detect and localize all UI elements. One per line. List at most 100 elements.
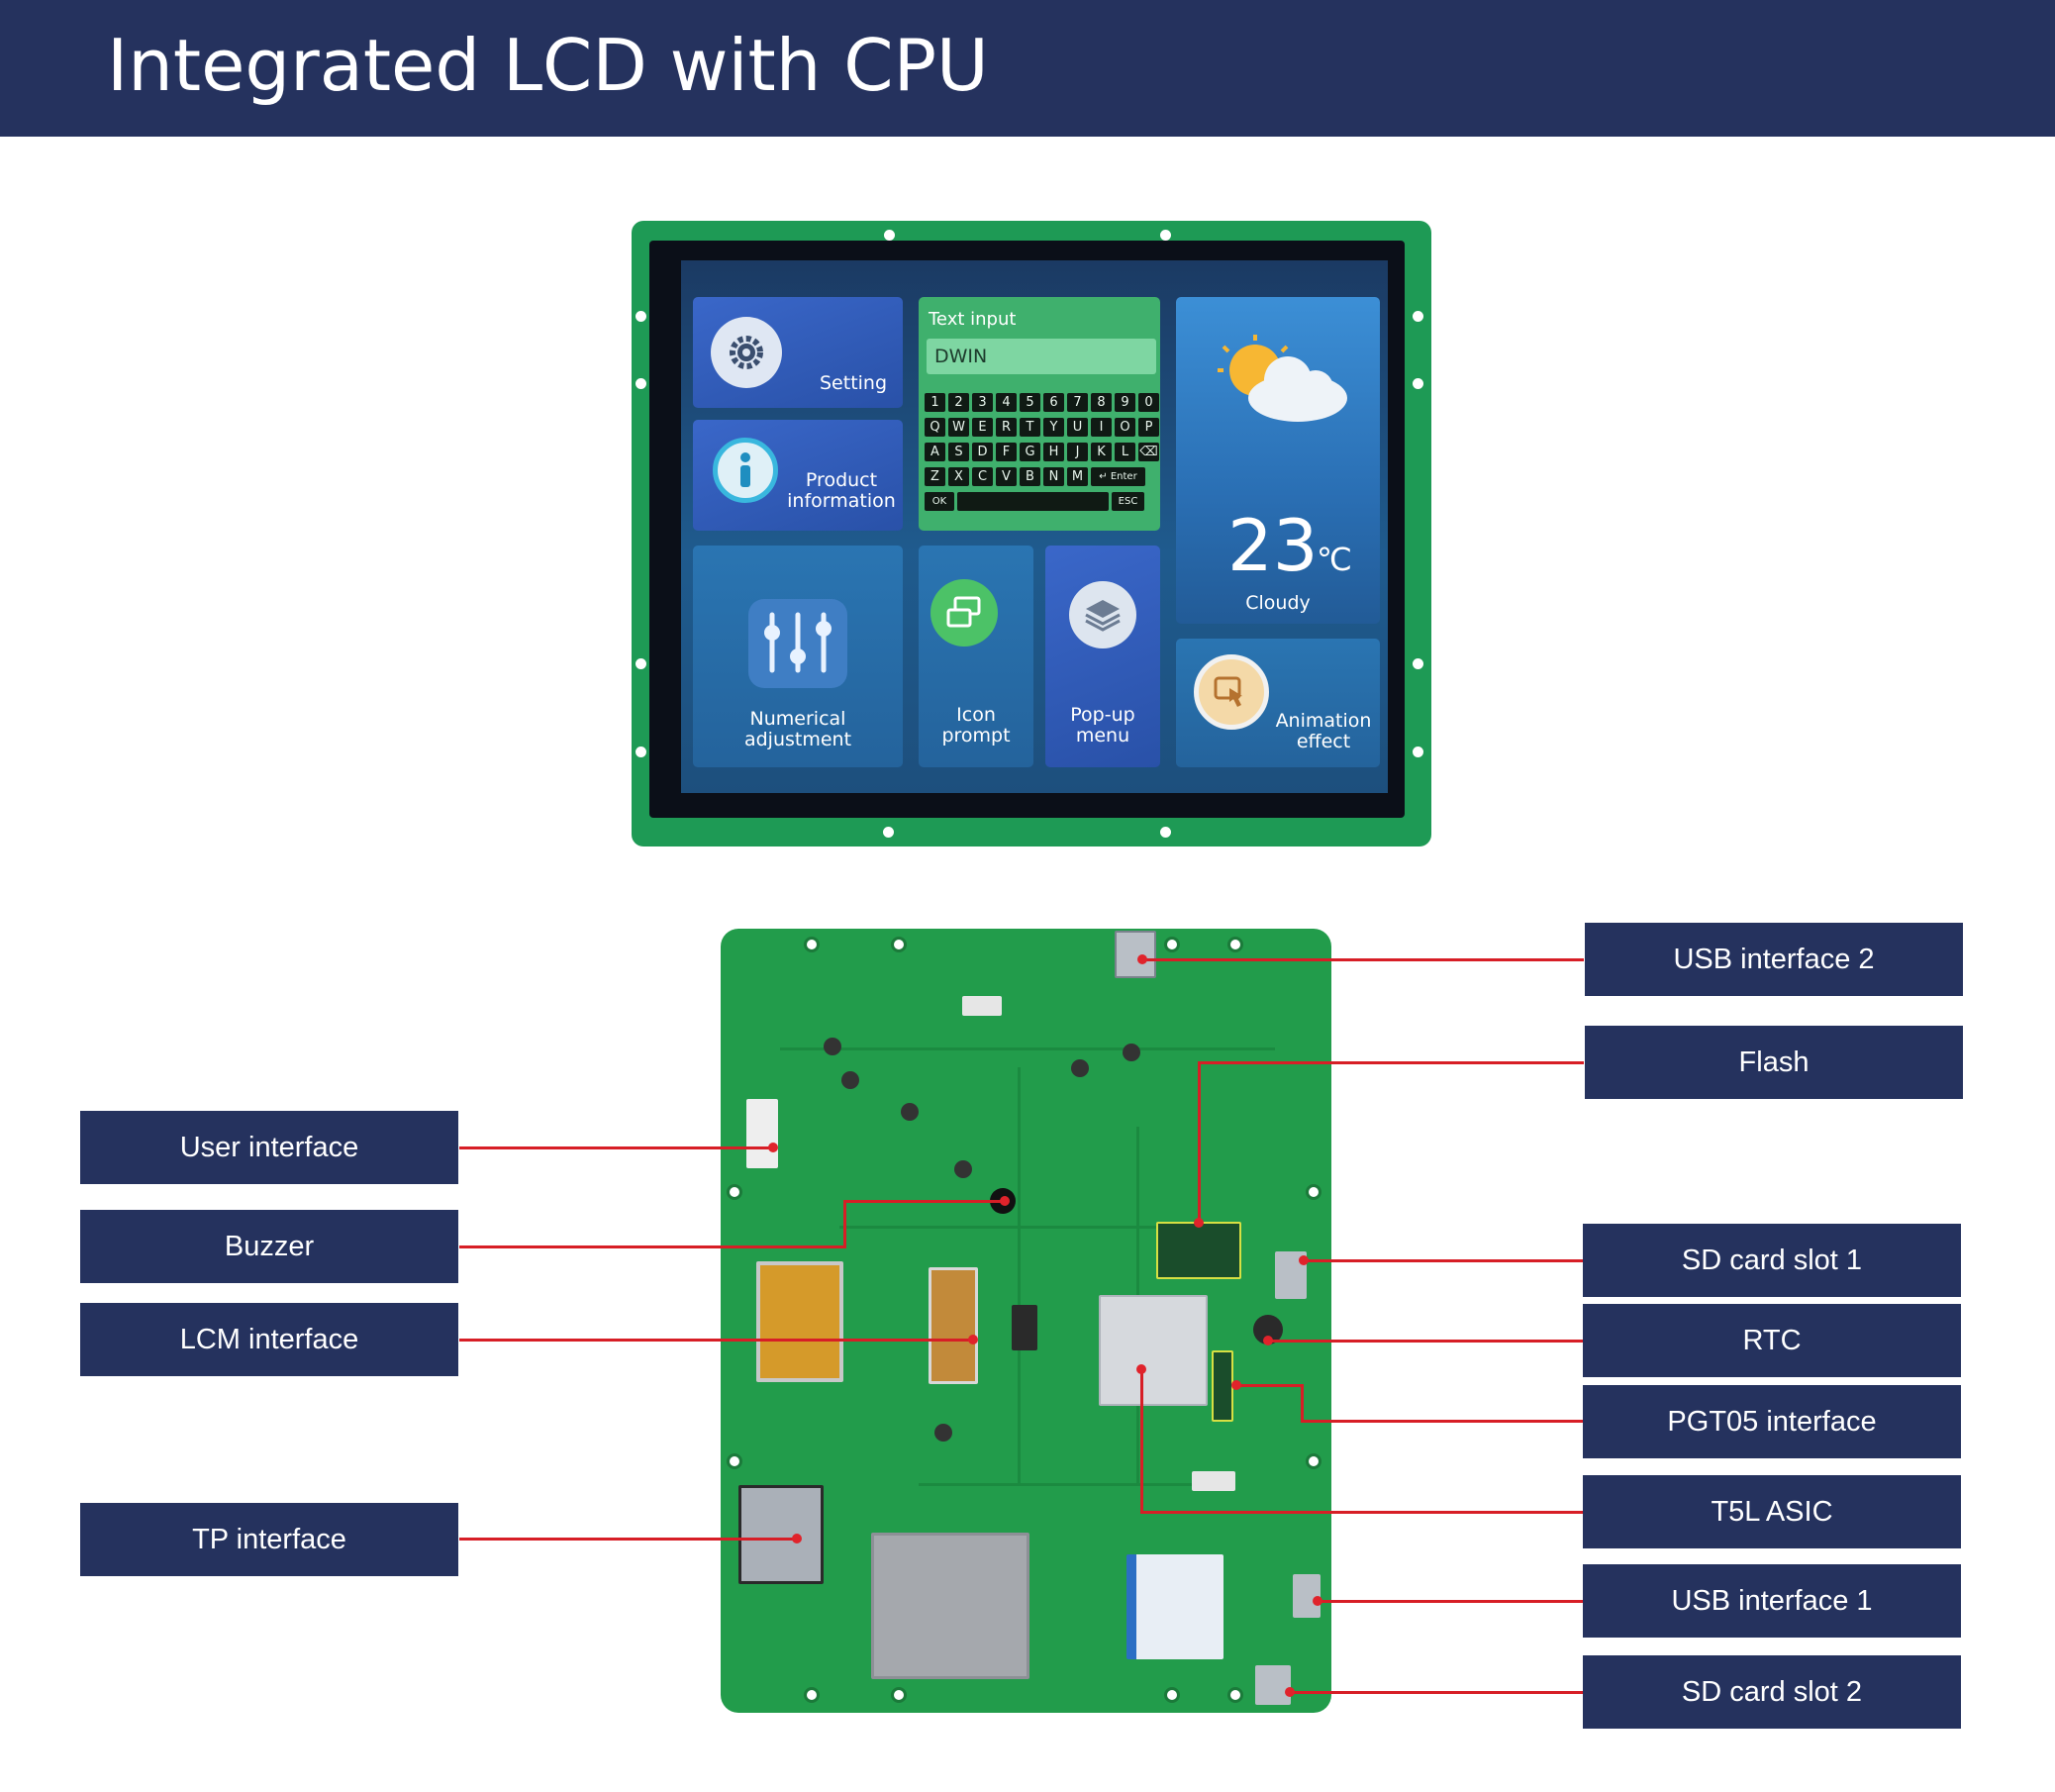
key[interactable]: Z <box>925 467 945 486</box>
key[interactable]: 4 <box>996 393 1017 412</box>
key[interactable]: D <box>972 443 993 461</box>
mount-hole <box>636 747 646 757</box>
product-information-tile[interactable]: Product information <box>693 420 903 531</box>
key[interactable]: I <box>1091 418 1112 437</box>
enter-key[interactable]: ↵ Enter <box>1091 467 1145 486</box>
icon-prompt-label-1: Icon <box>956 704 996 726</box>
info-icon <box>713 438 778 503</box>
key[interactable]: 6 <box>1043 393 1064 412</box>
leader-dot <box>1000 1196 1010 1206</box>
key[interactable]: 5 <box>1020 393 1040 412</box>
setting-tile[interactable]: Setting <box>693 297 903 408</box>
key[interactable]: S <box>948 443 969 461</box>
leader-dot <box>1137 954 1147 964</box>
key[interactable]: V <box>996 467 1017 486</box>
leader-line-pgt05-a <box>1235 1384 1303 1387</box>
ribbon-cable <box>1126 1554 1223 1659</box>
gear-icon <box>711 317 782 388</box>
key[interactable]: J <box>1067 443 1088 461</box>
callout-rtc: RTC <box>1583 1304 1961 1377</box>
key[interactable]: F <box>996 443 1017 461</box>
mount-hole <box>1164 937 1180 952</box>
numerical-label-2: adjustment <box>743 729 852 750</box>
key[interactable]: B <box>1020 467 1040 486</box>
key[interactable]: L <box>1115 443 1135 461</box>
mount-hole <box>804 1687 820 1703</box>
key[interactable]: 9 <box>1115 393 1135 412</box>
mount-hole <box>884 230 895 241</box>
key[interactable]: T <box>1020 418 1040 437</box>
callout-sd-card-slot-2: SD card slot 2 <box>1583 1655 1961 1729</box>
user-interface-connector <box>746 1099 778 1168</box>
pgt05-header <box>1212 1350 1233 1422</box>
key[interactable]: 1 <box>925 393 945 412</box>
leader-line-t5l-v <box>1140 1368 1143 1513</box>
key[interactable]: W <box>948 418 969 437</box>
leader-line-usb-2 <box>1142 958 1584 961</box>
leader-dot <box>1136 1364 1146 1374</box>
callout-user-interface: User interface <box>80 1111 458 1184</box>
mount-hole <box>1164 1687 1180 1703</box>
leader-line-buzzer <box>459 1245 845 1248</box>
text-input-title: Text input <box>929 309 1017 330</box>
backspace-key[interactable]: ⌫ <box>1138 443 1159 461</box>
leader-line-flash <box>1198 1061 1584 1064</box>
key[interactable]: N <box>1043 467 1064 486</box>
usb-connector-2 <box>1115 931 1156 978</box>
popup-menu-tile[interactable]: Pop-up menu <box>1045 546 1160 767</box>
mount-hole <box>1413 747 1423 757</box>
key[interactable]: 3 <box>972 393 993 412</box>
numerical-adjustment-tile[interactable]: Numerical adjustment <box>693 546 903 767</box>
partly-cloudy-icon <box>1204 333 1352 432</box>
keyboard-row-2: Q W E R T Y U I O P <box>925 418 1159 437</box>
lcd-screen: Setting Product information Text input D… <box>681 260 1388 793</box>
tp-connector <box>738 1485 824 1584</box>
key[interactable]: 0 <box>1138 393 1159 412</box>
leader-line-buzzer-h <box>843 1200 1004 1203</box>
weather-condition: Cloudy <box>1245 592 1311 614</box>
temperature-value: 23 <box>1227 504 1319 587</box>
key[interactable]: 7 <box>1067 393 1088 412</box>
key[interactable]: E <box>972 418 993 437</box>
key[interactable]: X <box>948 467 969 486</box>
key[interactable]: R <box>996 418 1017 437</box>
key[interactable]: Q <box>925 418 945 437</box>
key[interactable]: Y <box>1043 418 1064 437</box>
key[interactable]: A <box>925 443 945 461</box>
key[interactable]: C <box>972 467 993 486</box>
icon-prompt-tile[interactable]: Icon prompt <box>919 546 1033 767</box>
key[interactable]: U <box>1067 418 1088 437</box>
esc-key[interactable]: ESC <box>1112 492 1144 511</box>
windows-icon <box>930 579 998 647</box>
key[interactable]: 2 <box>948 393 969 412</box>
leader-dot <box>1313 1596 1322 1606</box>
space-key[interactable] <box>957 492 1109 511</box>
weather-tile[interactable]: 23 ℃ Cloudy <box>1176 297 1380 624</box>
animation-label-1: Animation <box>1275 710 1372 732</box>
text-input-tile[interactable]: Text input DWIN 1 2 3 4 5 6 7 8 9 0 Q W … <box>919 297 1160 531</box>
setting-label: Setting <box>820 372 888 394</box>
leader-line-sd-2 <box>1289 1691 1584 1694</box>
animation-effect-tile[interactable]: Animation effect <box>1176 639 1380 767</box>
keyboard-row-1: 1 2 3 4 5 6 7 8 9 0 <box>925 393 1159 412</box>
leader-line-pgt05-v <box>1301 1384 1304 1422</box>
key[interactable]: M <box>1067 467 1088 486</box>
mount-hole <box>1160 230 1171 241</box>
key[interactable]: P <box>1138 418 1159 437</box>
mount-hole <box>727 1453 742 1469</box>
pcb-board-rear <box>721 929 1331 1713</box>
key[interactable]: K <box>1091 443 1112 461</box>
ok-key[interactable]: OK <box>925 492 954 511</box>
text-input-field[interactable]: DWIN <box>927 339 1156 374</box>
key[interactable]: 8 <box>1091 393 1112 412</box>
leader-line-rtc <box>1267 1340 1584 1343</box>
callout-pgt05-interface: PGT05 interface <box>1583 1385 1961 1458</box>
mount-hole <box>804 937 820 952</box>
key[interactable]: G <box>1020 443 1040 461</box>
keyboard-row-4: Z X C V B N M ↵ Enter <box>925 467 1145 486</box>
animation-label-2: effect <box>1296 731 1351 752</box>
callout-lcm-interface: LCM interface <box>80 1303 458 1376</box>
key[interactable]: H <box>1043 443 1064 461</box>
key[interactable]: O <box>1115 418 1135 437</box>
leader-dot <box>968 1335 978 1344</box>
